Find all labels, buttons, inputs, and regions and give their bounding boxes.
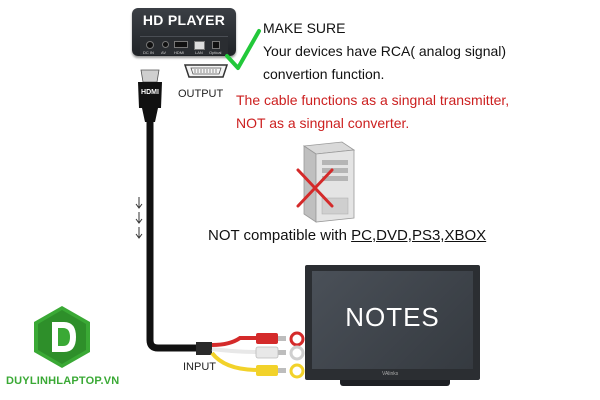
hdmi-port-small	[174, 41, 188, 48]
hdmi-plug-strain	[142, 108, 158, 122]
warning-line-2: NOT as a singnal converter.	[236, 115, 410, 131]
compatibility-devices: PC,DVD,PS3,XBOX	[351, 227, 487, 244]
optical-port	[212, 41, 220, 49]
warning-line-1: The cable functions as a singnal transmi…	[236, 92, 510, 108]
check-icon	[225, 29, 261, 70]
notice-line-1: Your devices have RCA( analog signal)	[263, 43, 507, 59]
down-arrows-icon	[135, 197, 143, 239]
lan-port	[194, 41, 205, 50]
compatibility-prefix: NOT compatible with	[208, 227, 352, 244]
input-label: INPUT	[183, 361, 216, 373]
rca-plug-white	[255, 346, 279, 359]
port-label-hdmi: HDMI	[174, 50, 185, 55]
logo-d-icon	[34, 306, 90, 368]
port-label-dc: DC IN	[143, 50, 154, 55]
rca-wire-yellow	[210, 351, 259, 372]
tv-screen-text: NOTES	[345, 302, 440, 332]
cable-splitter	[196, 342, 212, 355]
tv-stand	[340, 380, 450, 386]
rca-pin-red	[278, 336, 286, 341]
tv-brand: VAlinks	[382, 371, 399, 377]
port-label-lan: LAN	[195, 50, 203, 55]
rca-pin-yellow	[278, 368, 286, 373]
rca-wire-white	[211, 347, 259, 354]
hdmi-output-port-icon	[183, 64, 229, 78]
rca-plug-red	[256, 333, 278, 344]
hdmi-plug-label: HDMI	[141, 89, 159, 96]
notice-line-2: convertion function.	[263, 66, 385, 82]
rca-jack-yellow	[289, 363, 305, 379]
logo-text: DUYLINHLAPTOP.VN	[6, 375, 120, 387]
player-port-panel: DC IN AV HDMI LAN Optical	[140, 36, 228, 55]
tv-screen	[312, 271, 473, 369]
hd-player-box: HD PLAYER DC IN AV HDMI LAN Optical	[132, 8, 236, 56]
hdmi-cable	[146, 122, 198, 352]
rca-wire-red	[211, 336, 258, 347]
hd-player-title: HD PLAYER	[142, 12, 226, 28]
port-label-av: AV	[161, 50, 167, 55]
rca-plug-yellow	[256, 365, 278, 376]
rca-jack-white	[289, 345, 305, 361]
rca-jack-red	[289, 331, 305, 347]
rca-pin-white	[278, 350, 286, 355]
compatibility-note: NOT compatible with PC,DVD,PS3,XBOX	[208, 227, 486, 244]
av-port	[162, 41, 169, 48]
cross-icon	[296, 168, 334, 208]
hdmi-plug-tip	[140, 69, 160, 83]
output-label: OUTPUT	[178, 88, 224, 100]
dc-in-port	[146, 41, 154, 49]
port-label-optical: Optical	[209, 50, 222, 55]
notice-heading: MAKE SURE	[263, 20, 346, 36]
